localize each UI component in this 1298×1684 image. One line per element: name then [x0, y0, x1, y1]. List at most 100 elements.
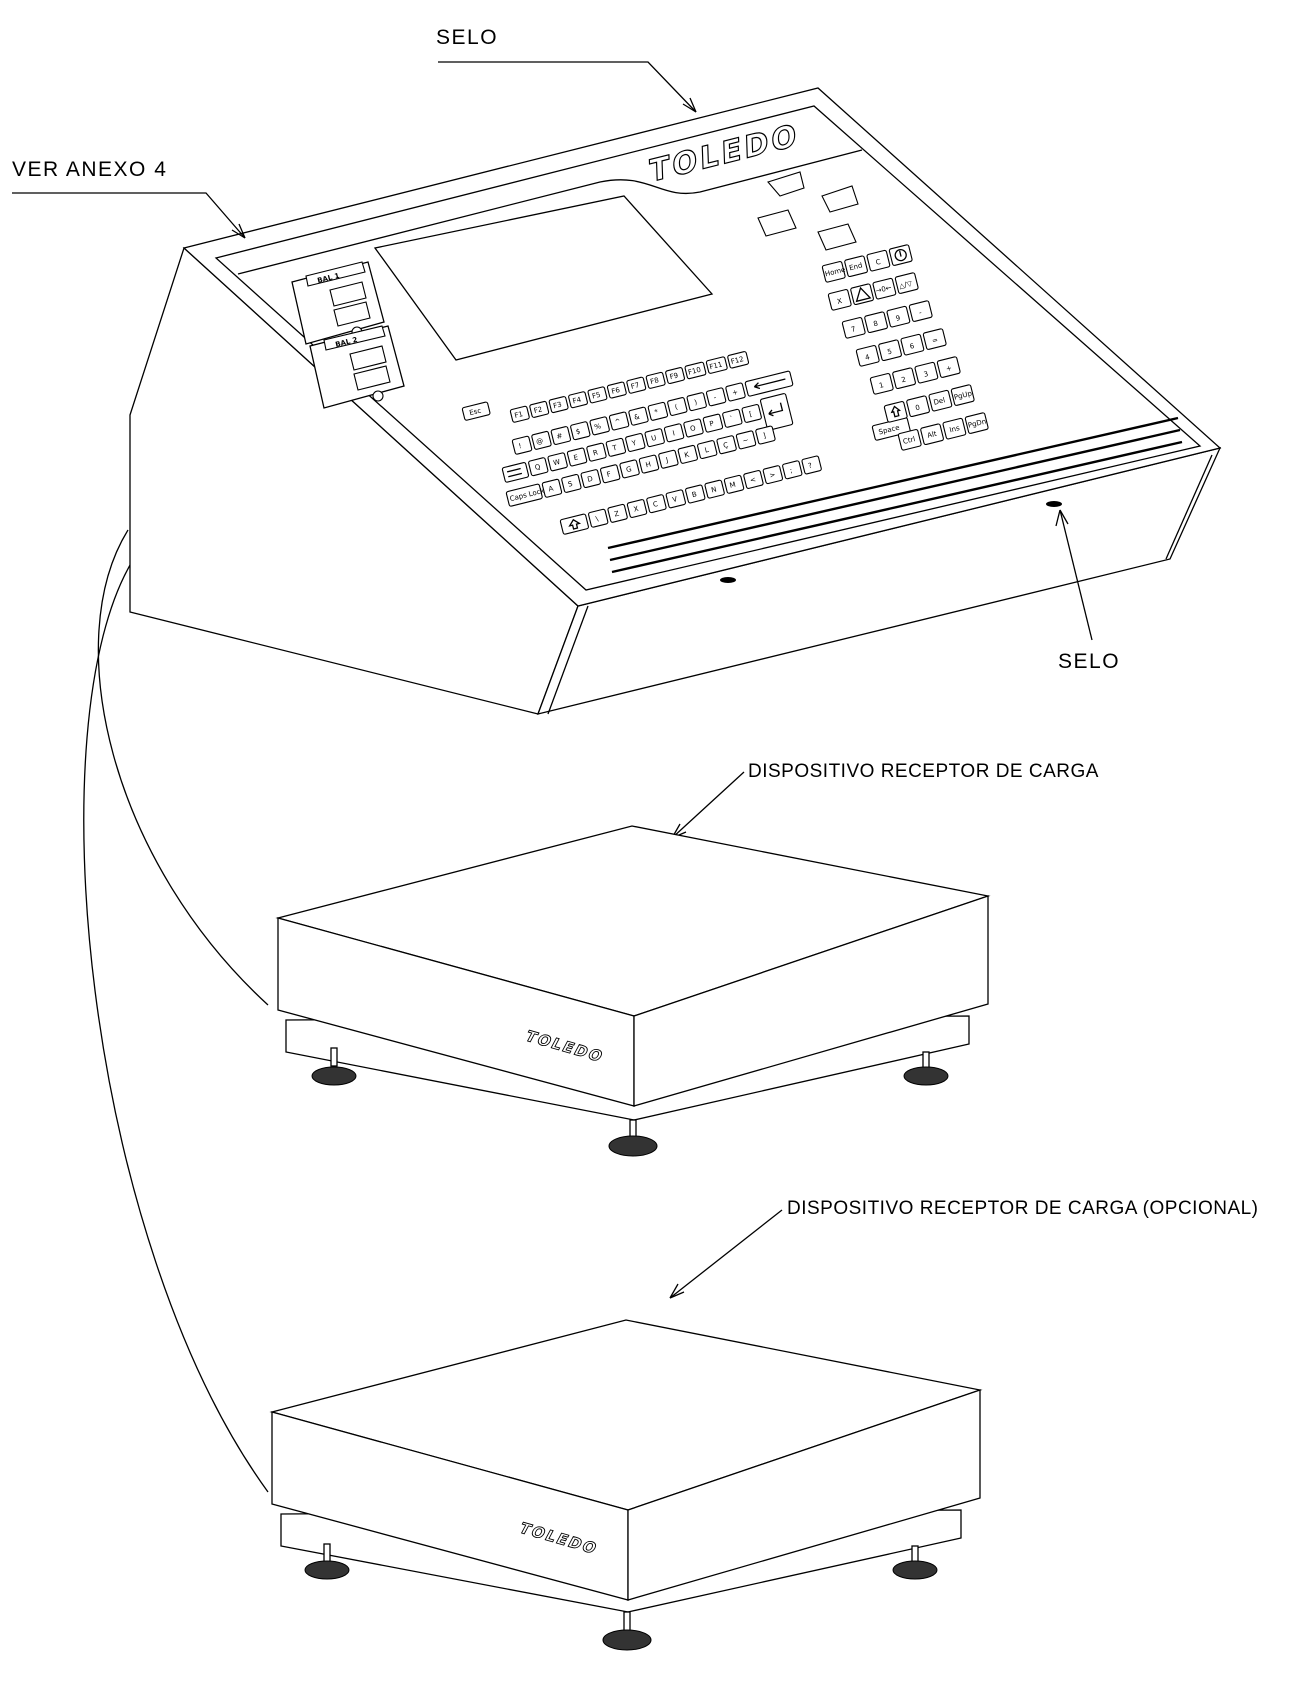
key-w[interactable]: W: [547, 452, 568, 472]
key-row1-10[interactable]: ): [686, 392, 707, 412]
key-2[interactable]: 2: [892, 367, 916, 390]
key-d[interactable]: D: [580, 469, 601, 489]
key-5[interactable]: 5: [878, 339, 902, 362]
key-question[interactable]: ?: [801, 455, 822, 475]
power-key[interactable]: [888, 244, 913, 266]
key-f1[interactable]: F1: [509, 405, 530, 423]
key-3[interactable]: 3: [914, 361, 939, 384]
key-f9[interactable]: F9: [665, 367, 686, 385]
tab-key[interactable]: [501, 462, 530, 483]
key-p[interactable]: P: [702, 413, 724, 433]
key-row1-1[interactable]: !: [511, 435, 533, 455]
key-m[interactable]: M: [723, 474, 745, 494]
home-key[interactable]: Home: [821, 261, 847, 283]
key-row1-7[interactable]: &: [628, 406, 649, 426]
key-f12[interactable]: F12: [727, 351, 750, 369]
key-row1-9[interactable]: (: [667, 397, 688, 416]
key-b[interactable]: B: [685, 484, 706, 504]
key-tilde[interactable]: ~: [735, 430, 757, 450]
key-0[interactable]: 0: [906, 395, 930, 418]
key-equals[interactable]: =: [922, 328, 947, 350]
shift-key[interactable]: [559, 513, 589, 535]
key-f5[interactable]: F5: [587, 386, 608, 404]
key-t[interactable]: T: [605, 437, 627, 457]
end-key[interactable]: End: [844, 255, 868, 278]
ctrl-key[interactable]: Ctrl: [897, 429, 922, 451]
key-row1-12[interactable]: +: [725, 382, 746, 402]
key-f[interactable]: F: [599, 464, 621, 484]
key-7[interactable]: 7: [841, 317, 866, 339]
key-6[interactable]: 6: [900, 333, 925, 356]
key-8[interactable]: 8: [864, 311, 888, 334]
svg-text:△/▽: △/▽: [898, 279, 913, 290]
panel-groove-2: [609, 428, 1181, 562]
key-a[interactable]: A: [541, 478, 563, 498]
tare-key[interactable]: [850, 283, 874, 306]
key-row1-2[interactable]: @: [531, 430, 552, 450]
key-row1-6[interactable]: ^: [608, 411, 630, 431]
key-f2[interactable]: F2: [529, 400, 550, 418]
key-x[interactable]: X: [626, 499, 648, 518]
key-less-than[interactable]: <: [743, 470, 764, 489]
multiply-key[interactable]: X: [827, 289, 852, 311]
key-f11[interactable]: F11: [705, 356, 728, 374]
key-1[interactable]: 1: [869, 373, 894, 395]
key-f6[interactable]: F6: [606, 381, 627, 399]
key-f10[interactable]: F10: [684, 361, 707, 380]
pgup-key[interactable]: PgUp: [950, 384, 975, 406]
caps-lock-key[interactable]: Caps Lock: [505, 483, 547, 507]
key-9[interactable]: 9: [886, 305, 911, 328]
key-h[interactable]: H: [638, 454, 660, 474]
front-edge-line-right: [1165, 454, 1213, 560]
key-bracket-close[interactable]: ]: [755, 425, 776, 445]
key-grave[interactable]: `: [722, 408, 743, 428]
key-i[interactable]: I: [663, 423, 685, 443]
front-seal-right: [1046, 501, 1062, 507]
key-backslash[interactable]: \: [588, 508, 609, 528]
key-row1-5[interactable]: %: [589, 416, 610, 436]
key-semicolon[interactable]: ;: [782, 460, 803, 480]
alt-key[interactable]: Alt: [920, 423, 944, 446]
clear-key[interactable]: C: [866, 249, 891, 272]
key-4[interactable]: 4: [855, 345, 880, 367]
key-row1-11[interactable]: -: [705, 387, 727, 407]
key-minus[interactable]: -: [908, 300, 933, 322]
pgdn-key[interactable]: PgDn: [964, 412, 989, 434]
key-l[interactable]: L: [697, 440, 718, 460]
backspace-key[interactable]: [744, 370, 794, 397]
key-f4[interactable]: F4: [568, 391, 588, 409]
key-plus[interactable]: +: [936, 356, 961, 378]
del-key[interactable]: Del: [928, 389, 953, 412]
key-c[interactable]: C: [646, 494, 667, 514]
svg-text:+: +: [945, 364, 953, 373]
key-row1-8[interactable]: *: [647, 401, 669, 421]
key-y[interactable]: Y: [625, 433, 646, 452]
ins-key[interactable]: Ins: [942, 417, 967, 440]
key-n[interactable]: N: [704, 479, 725, 499]
key-q[interactable]: Q: [528, 457, 549, 477]
enter-key[interactable]: [759, 393, 794, 431]
key-j[interactable]: J: [658, 449, 679, 469]
numpad-shift-key[interactable]: [883, 401, 908, 423]
key-r[interactable]: R: [586, 442, 607, 462]
key-g[interactable]: G: [619, 459, 640, 479]
key-o[interactable]: O: [683, 418, 704, 438]
key-f8[interactable]: F8: [645, 371, 666, 389]
key-esc[interactable]: Esc: [461, 401, 491, 421]
key-f3[interactable]: F3: [548, 396, 569, 414]
key-u[interactable]: U: [644, 428, 665, 448]
key-z[interactable]: Z: [607, 503, 628, 523]
key-v[interactable]: V: [665, 489, 687, 509]
key-greater-than[interactable]: >: [762, 465, 784, 485]
key-e[interactable]: E: [566, 447, 588, 467]
key-s[interactable]: S: [561, 473, 582, 493]
zero-key[interactable]: →0←: [872, 277, 897, 300]
key-bracket-open[interactable]: [: [741, 404, 762, 423]
key-row1-4[interactable]: $: [570, 421, 591, 441]
key-f7[interactable]: F7: [626, 376, 647, 394]
key-c-cedilla[interactable]: Ç: [716, 435, 737, 455]
key-k[interactable]: K: [677, 444, 698, 464]
print-key[interactable]: △/▽: [894, 272, 919, 294]
svg-text:Ins: Ins: [949, 424, 961, 434]
key-row1-3[interactable]: #: [550, 426, 572, 446]
